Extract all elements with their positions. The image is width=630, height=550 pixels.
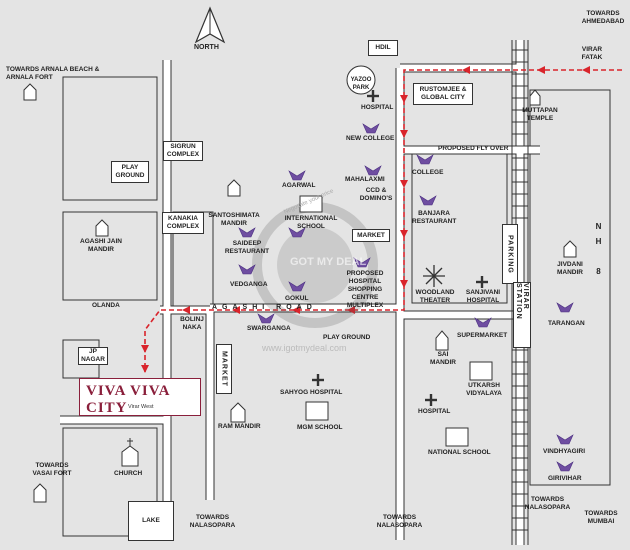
project-logo[interactable]: VIVA VIVA CITY Virar West [79, 378, 201, 416]
sanjivani-hospital: SANJIVANI HOSPITAL [465, 289, 501, 304]
gokul-label: GOKUL [285, 295, 309, 302]
rustomjee-box: RUSTOMJEE & GLOBAL CITY [413, 83, 473, 105]
play-ground-box: PLAY GROUND [111, 161, 149, 183]
play-ground-label: PLAY GROUND [323, 334, 371, 341]
viva-logo-icon [238, 123, 574, 472]
proposed-hospital-label: PROPOSED HOSPITAL SHOPPING CENTRE MULTIP… [346, 270, 384, 309]
saideep-restaurant: SAIDEEP RESTAURANT [224, 240, 270, 255]
agashi-road-label: AGASHI ROAD [212, 304, 317, 311]
railway-ties [512, 49, 528, 531]
new-college-label: NEW COLLEGE [346, 135, 395, 142]
market-box: MARKET [352, 229, 390, 242]
olanda-label: OLANDA [92, 302, 120, 309]
sahyog-hospital-label: SAHYOG HOSPITAL [280, 389, 343, 396]
swarganga-label: SWARGANGA [247, 325, 291, 332]
sigrun-box: SIGRUN COMPLEX [163, 141, 203, 161]
mgm-school-label: MGM SCHOOL [297, 424, 343, 431]
hospital-icon [312, 90, 488, 406]
park-icon [346, 65, 376, 95]
lake-box: LAKE [128, 501, 174, 541]
kanakia-box: KANAKIA COMPLEX [162, 212, 204, 234]
virar-station-box: VIRAR STATION [513, 282, 531, 348]
towards-nalasopara-left: TOWARDS NALASOPARA [189, 514, 236, 529]
towards-nalasopara-right: TOWARDS NALASOPARA [524, 496, 571, 511]
yazoo-park-label: YAZOO PARK [350, 77, 372, 91]
project-name: VIVA VIVA CITY [86, 383, 170, 416]
international-school: INTERNATIONAL SCHOOL [284, 215, 338, 230]
ram-mandir-label: RAM MANDIR [218, 423, 261, 430]
vedganga-label: VEDGANGA [230, 281, 268, 288]
vindhyagiri-label: VINDHYAGIRI [543, 448, 586, 455]
utkarsh-vidyalaya: UTKARSH VIDYALAYA [466, 382, 502, 397]
sai-mandir-label: SAI MANDIR [430, 351, 456, 366]
hospital-bottom-label: HOSPITAL [418, 408, 451, 415]
santoshimata-mandir: SANTOSHIMATA MANDIR [208, 212, 260, 227]
agashi-jain-mandir: AGASHI JAIN MANDIR [80, 238, 122, 253]
church-icon [121, 438, 139, 467]
watermark-logo-text: GOT MY DEAL [290, 256, 367, 268]
mahalaxmi-label: MAHALAXMI [345, 176, 385, 183]
banjara-restaurant: BANJARA RESTAURANT [412, 210, 457, 225]
jp-nagar-box: JP NAGAR [78, 347, 108, 365]
market-vertical-box: MARKET [216, 344, 232, 394]
route-arrows [141, 66, 590, 373]
towards-nalasopara-mid: TOWARDS NALASOPARA [376, 514, 423, 529]
woodland-theater: WOODLAND THEATER [415, 289, 455, 304]
supermarket-label: SUPERMARKET [457, 332, 508, 339]
towards-arnala: TOWARDS ARNALA BEACH & ARNALA FORT [6, 66, 100, 81]
towards-ahmedabad: TOWARDS AHMEDABAD [581, 10, 625, 25]
nh8-label: NH 8 [594, 222, 603, 282]
towards-vasai: TOWARDS VASAI FORT [32, 462, 72, 477]
church-label: CHURCH [114, 470, 143, 477]
agarwal-label: AGARWAL [282, 182, 316, 189]
fly-over-label: PROPOSED FLY OVER [438, 145, 509, 152]
virar-fatak-label: VIRAR FATAK [581, 46, 603, 61]
towards-mumbai: TOWARDS MUMBAI [584, 510, 618, 525]
route-path [144, 69, 622, 372]
north-label: NORTH [194, 44, 219, 51]
tarangan-label: TARANGAN [548, 320, 585, 327]
girivihar-label: GIRIVIHAR [548, 475, 582, 482]
muttapan-temple: MUTTAPAN TEMPLE [522, 107, 558, 122]
north-arrow-icon [194, 6, 226, 44]
school-icon [299, 195, 493, 447]
hospital-top-label: HOSPITAL [361, 104, 394, 111]
jivdani-mandir: JIVDANI MANDIR [557, 261, 583, 276]
bolinj-naka-label: BOLINJ NAKA [180, 316, 204, 331]
parking-box: PARKING [502, 224, 518, 284]
theater-icon [423, 265, 445, 287]
watermark-url: www.igotmydeal.com [262, 343, 347, 353]
national-school-label: NATIONAL SCHOOL [428, 449, 491, 456]
college-label: COLLEGE [412, 169, 444, 176]
hdil-box: HDIL [368, 40, 398, 56]
temple-icon [23, 83, 577, 503]
ccd-dominos-label: CCD & DOMINO'S [359, 187, 393, 202]
project-location: Virar West [128, 404, 154, 410]
